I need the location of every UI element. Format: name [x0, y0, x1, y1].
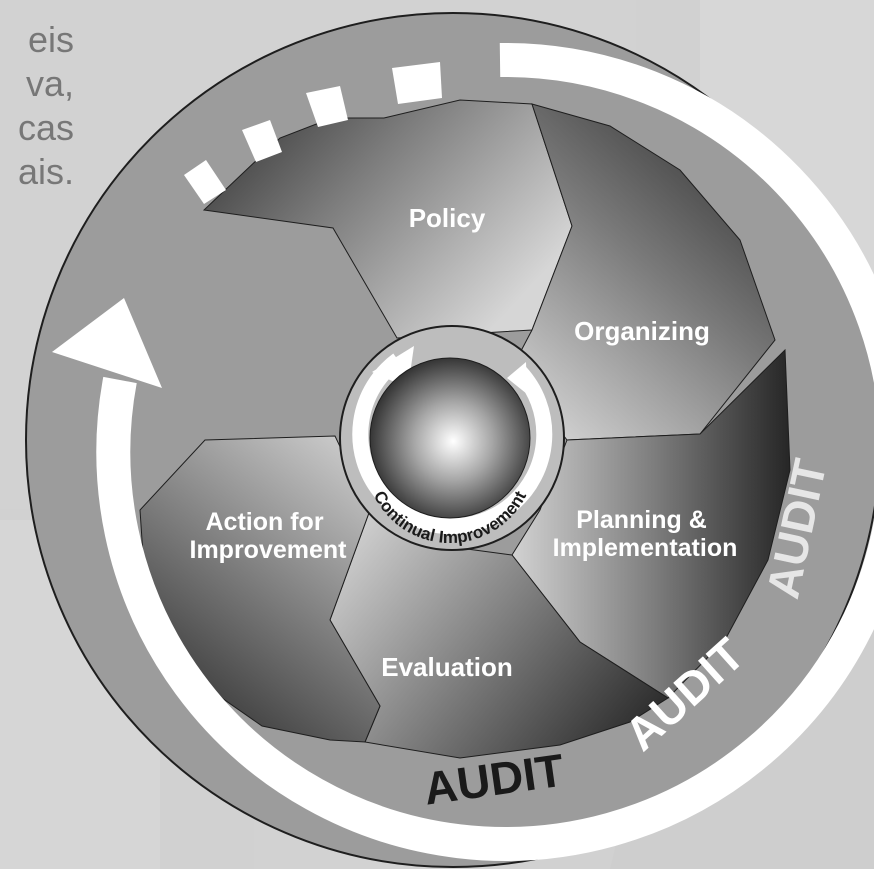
label-policy: Policy: [409, 203, 486, 233]
cycle-arrow-band: [96, 42, 874, 861]
label-organizing: Organizing: [574, 316, 710, 346]
center-sphere: [369, 357, 531, 519]
label-action-line2: Improvement: [190, 536, 348, 564]
cycle-arrowhead: [52, 298, 162, 388]
segment-planning: [511, 348, 791, 699]
cycle-arrow-trail: [184, 62, 442, 204]
label-planning: Planning & Implementation: [553, 506, 738, 562]
center-arrow-band: [352, 353, 553, 535]
label-planning-line1: Planning &: [576, 506, 707, 534]
center-arrowhead-right: [507, 362, 527, 394]
label-planning-line2: Implementation: [553, 534, 738, 562]
label-action: Action for Improvement: [190, 508, 348, 564]
segment-action: [139, 435, 381, 743]
label-action-line1: Action for: [206, 508, 324, 536]
label-evaluation: Evaluation: [381, 652, 512, 682]
